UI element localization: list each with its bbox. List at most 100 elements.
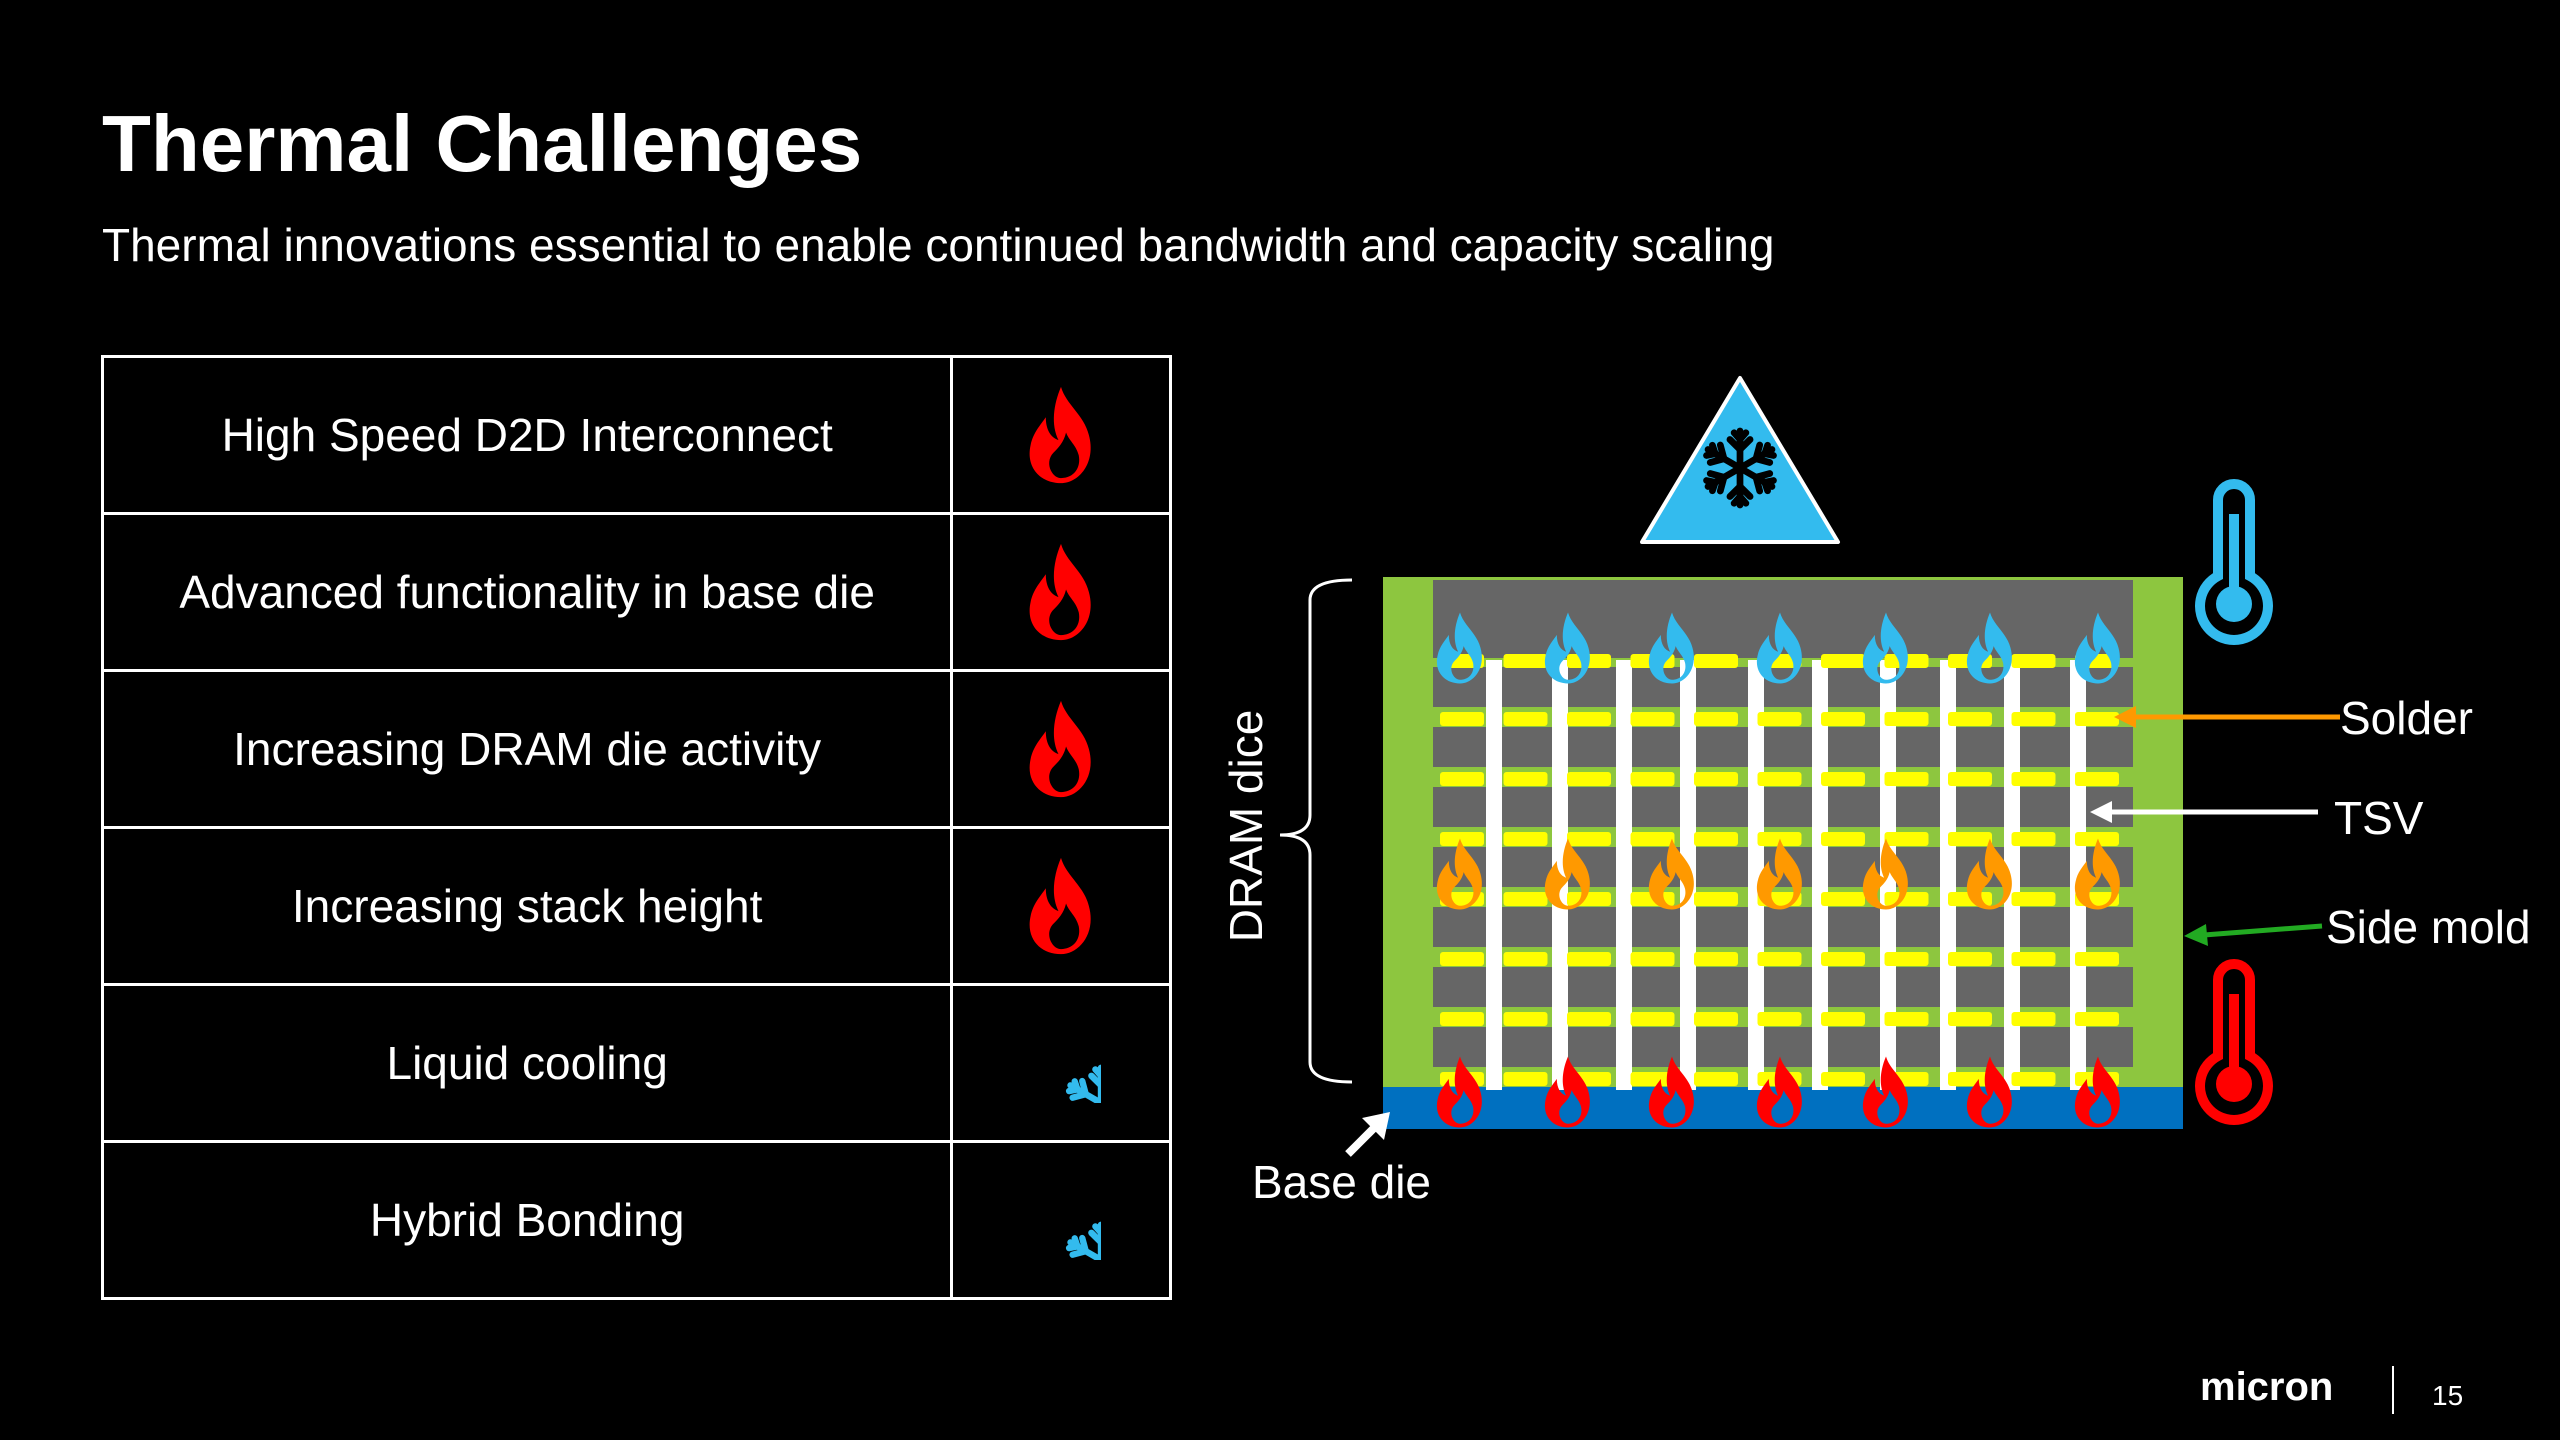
solder-bump <box>1694 712 1738 726</box>
solder-bump <box>1821 1072 1865 1086</box>
page-number: 15 <box>2432 1380 2464 1411</box>
tsv-line <box>1940 660 1956 1090</box>
solder-bump <box>1567 832 1611 846</box>
table-row: High Speed D2D Interconnect <box>100 355 1172 515</box>
footer-divider <box>2392 1366 2394 1414</box>
slide-title: Thermal Challenges <box>102 99 863 188</box>
table-row: Hybrid Bonding <box>100 1140 1172 1300</box>
solder-bump <box>1757 952 1802 966</box>
solder-bump <box>1694 1012 1738 1026</box>
side-mold-label: Side mold <box>2326 901 2531 953</box>
solder-bump <box>2075 712 2119 726</box>
row-icon-cell <box>950 669 1172 829</box>
dram-die <box>1433 1027 2133 1067</box>
solder-bump <box>1440 832 1484 846</box>
dram-dice-label: DRAM dice <box>1220 710 1272 943</box>
solder-bump <box>1884 952 1929 966</box>
tsv-label: TSV <box>2334 792 2424 844</box>
solder-bump <box>1440 952 1484 966</box>
solder-bump <box>1821 712 1865 726</box>
solder-bump <box>2011 654 2056 668</box>
slide-subtitle: Thermal innovations essential to enable … <box>102 219 1775 271</box>
solder-bump <box>1503 1012 1548 1026</box>
micron-logo: micron <box>2200 1365 2333 1409</box>
row-icon-cell <box>950 826 1172 986</box>
solder-arrowhead <box>2114 706 2136 728</box>
side-mold-arrow <box>2203 923 2323 938</box>
dram-die <box>1433 967 2133 1007</box>
tsv-line <box>1812 660 1828 1090</box>
solder-bump <box>1821 772 1865 786</box>
solder-bump <box>2075 1012 2119 1026</box>
solder-bump <box>1694 832 1738 846</box>
solder-bump <box>1630 1072 1675 1086</box>
solder-bump <box>1503 772 1548 786</box>
solder-bump <box>1884 1012 1929 1026</box>
solder-bump <box>1503 712 1548 726</box>
solder-bump <box>1757 772 1802 786</box>
solder-bump <box>1567 772 1611 786</box>
solder-bump <box>2075 832 2119 846</box>
tsv-line <box>1616 660 1632 1090</box>
solder-bump <box>1630 832 1675 846</box>
dram-die <box>1433 727 2133 767</box>
table-row: Liquid cooling <box>100 983 1172 1143</box>
solder-bump <box>1948 832 1992 846</box>
solder-bump <box>2011 832 2056 846</box>
solder-bump <box>2075 772 2119 786</box>
solder-bump <box>1821 654 1865 668</box>
solder-bump <box>1567 892 1611 906</box>
solder-bump <box>1821 832 1865 846</box>
solder-bump <box>1948 772 1992 786</box>
row-label: Increasing stack height <box>100 826 954 986</box>
dram-dice-brace <box>1279 578 1353 1084</box>
dram-die <box>1433 907 2133 947</box>
solder-bump <box>2011 772 2056 786</box>
row-label: Liquid cooling <box>100 983 954 1143</box>
tsv-line <box>2004 660 2020 1090</box>
row-label: Advanced functionality in base die <box>100 512 954 672</box>
row-icon-cell <box>950 983 1172 1143</box>
solder-bump <box>1694 772 1738 786</box>
solder-bump <box>1630 1012 1675 1026</box>
solder-bump <box>1757 1012 1802 1026</box>
solder-bump <box>1440 1012 1484 1026</box>
table-row: Advanced functionality in base die <box>100 512 1172 672</box>
row-icon-cell <box>950 512 1172 672</box>
tsv-arrowhead <box>2090 801 2112 823</box>
solder-bump <box>1567 1012 1611 1026</box>
solder-bump <box>2011 1012 2056 1026</box>
solder-bump <box>1884 832 1929 846</box>
solder-bump <box>1948 1072 1992 1086</box>
row-label: Hybrid Bonding <box>100 1140 954 1300</box>
solder-bump <box>1694 892 1738 906</box>
solder-bump <box>1694 952 1738 966</box>
table-row: Increasing stack height <box>100 826 1172 986</box>
row-label: Increasing DRAM die activity <box>100 669 954 829</box>
solder-bump <box>2011 952 2056 966</box>
solder-bump <box>1757 832 1802 846</box>
solder-bump <box>1948 712 1992 726</box>
solder-bump <box>2011 892 2056 906</box>
solder-bump <box>1630 952 1675 966</box>
solder-bump <box>1503 1072 1548 1086</box>
solder-bump <box>1694 1072 1738 1086</box>
tsv-line <box>1748 660 1764 1090</box>
solder-bump <box>1440 772 1484 786</box>
solder-bump <box>1948 1012 1992 1026</box>
solder-bump <box>2011 712 2056 726</box>
solder-bump <box>1503 832 1548 846</box>
row-icon-cell <box>950 1140 1172 1300</box>
tsv-line <box>1486 660 1502 1090</box>
solder-bump <box>1630 712 1675 726</box>
solder-bump <box>1884 892 1929 906</box>
solder-bump <box>1567 952 1611 966</box>
table-row: Increasing DRAM die activity <box>100 669 1172 829</box>
solder-bump <box>1821 1012 1865 1026</box>
micron-logo-text: micron <box>2200 1365 2333 1409</box>
dram-die <box>1433 787 2133 827</box>
base-die-arrowhead <box>1362 1112 1390 1140</box>
dram-die <box>1433 667 2133 707</box>
